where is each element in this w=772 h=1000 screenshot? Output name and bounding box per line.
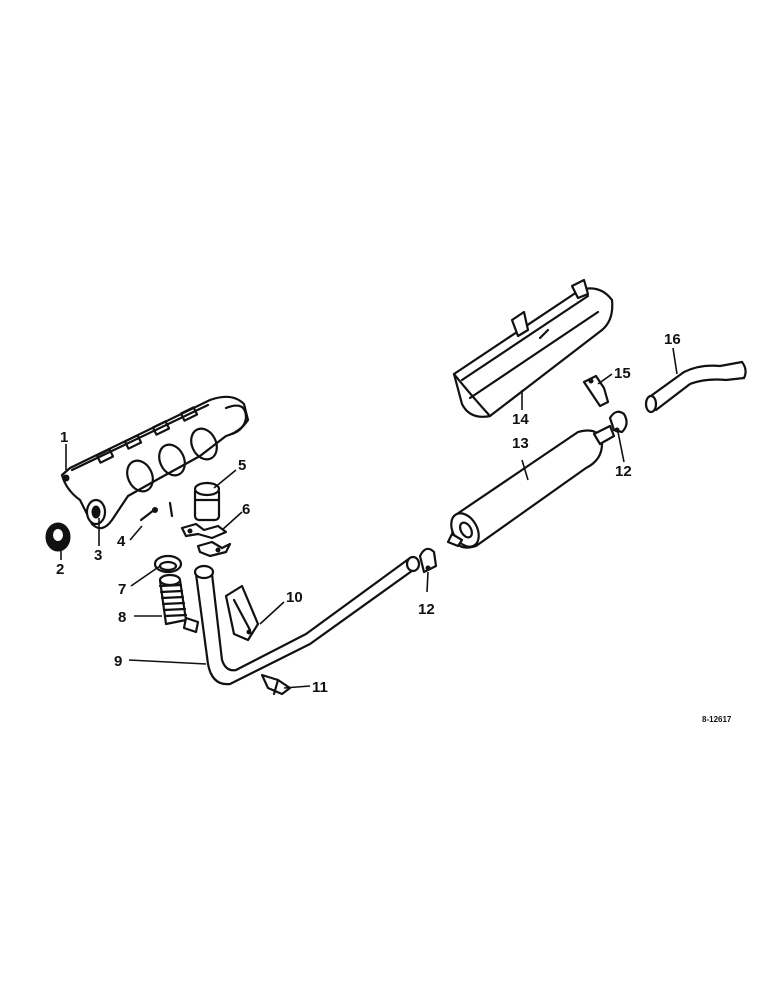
callout-6: 6 [242, 501, 250, 518]
manifold-gasket [45, 522, 71, 552]
tail-pipe [644, 360, 747, 414]
callout-9: 9 [114, 653, 122, 670]
pipe-support [260, 673, 292, 696]
muffler-heat-shield [452, 278, 614, 418]
shield-bracket [582, 374, 610, 408]
callout-11: 11 [312, 679, 328, 696]
callout-12-inlet: 12 [418, 601, 435, 618]
callout-16: 16 [664, 331, 681, 348]
pipe-clamp-ring [153, 554, 183, 574]
manifold-stud [139, 501, 174, 522]
callout-4: 4 [117, 533, 126, 550]
callout-5: 5 [238, 457, 246, 474]
connector-tube [193, 481, 221, 522]
drawing-reference-code: 8-12617 [702, 715, 732, 724]
leader-lines [60, 347, 678, 689]
callout-3: 3 [94, 547, 102, 564]
flexible-pipe [158, 573, 200, 634]
callout-15: 15 [614, 365, 631, 382]
callout-2: 2 [56, 561, 64, 578]
pipe-bracket [224, 584, 260, 642]
callout-10: 10 [286, 589, 303, 606]
exhaust-manifold [60, 395, 250, 530]
muffler [446, 424, 616, 549]
callout-13: 13 [512, 435, 529, 452]
callout-14: 14 [512, 411, 529, 428]
callout-1: 1 [60, 429, 68, 446]
callout-12-outlet: 12 [615, 463, 632, 480]
muffler-inlet-clamp [418, 547, 438, 574]
muffler-outlet-clamp [608, 410, 628, 434]
exhaust-pipe [193, 555, 421, 686]
flange-clamp [180, 522, 232, 558]
callout-8: 8 [118, 609, 126, 626]
callout-7: 7 [118, 581, 126, 598]
